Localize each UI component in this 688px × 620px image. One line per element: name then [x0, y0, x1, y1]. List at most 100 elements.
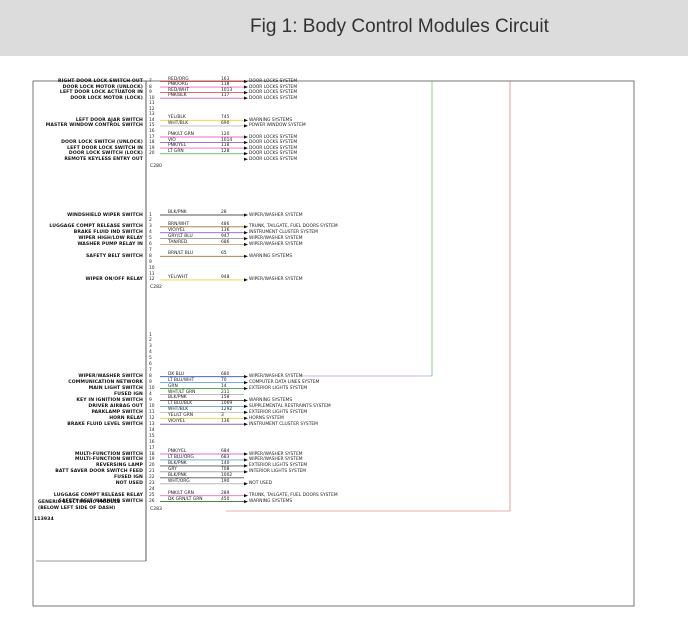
wire-color-code: BLK/PNK: [168, 395, 187, 401]
pin-number: 8: [149, 84, 152, 90]
wiring-diagram-canvas: [32, 79, 635, 607]
pin-number: 19: [149, 457, 155, 463]
wire-color-code: WHT/LT GRN: [168, 389, 196, 395]
pin-number: 3: [149, 344, 152, 350]
pin-label: DOOR LOCK MOTOR (UNLOCK): [62, 84, 143, 90]
pin-number: 7: [149, 79, 152, 84]
pin-number: 21: [149, 469, 155, 475]
pin-number: 16: [149, 128, 155, 134]
wire-arrow: [244, 135, 248, 139]
pin-label: BRAKE FLUID IND SWITCH: [73, 230, 143, 236]
wire-color-code: LT BLU/BLK: [168, 401, 193, 407]
destination-system: NOT USED: [249, 481, 272, 487]
destination-system: DOOR LOCKS SYSTEM: [249, 156, 298, 162]
pin-number: 6: [149, 242, 152, 247]
circuit-number: 70: [221, 377, 227, 383]
pin-label: SAFETY BELT WARNING SWITCH: [58, 499, 143, 505]
wiring-diagram: [0, 56, 688, 615]
pin-number: 12: [149, 415, 155, 421]
pin-label: MULTI-FUNCTION SWITCH: [74, 451, 143, 457]
circuit-number: 190: [221, 478, 230, 484]
destination-system: INSTRUMENT CLUSTER SYSTEM: [249, 230, 318, 236]
circuit-number: 163: [221, 76, 230, 82]
circuit-number: 690: [221, 120, 230, 126]
wire-arrow: [244, 375, 248, 379]
wire-arrow: [244, 422, 248, 426]
circuit-number: 118: [221, 143, 230, 149]
wire-arrow: [244, 118, 248, 122]
pin-label: BATT SAVER DOOR SWITCH FEED: [55, 469, 143, 475]
circuit-number: 289: [221, 490, 230, 496]
circuit-number: 680: [221, 371, 230, 377]
destination-system: EXTERIOR LIGHTS SYSTEM: [249, 409, 308, 415]
wire-color-code: VIO: [168, 137, 176, 143]
pin-label: BRAKE FLUID LEVEL SWITCH: [67, 421, 143, 427]
pin-number: 22: [149, 475, 155, 481]
destination-system: WIPER/WASHER SYSTEM: [249, 212, 303, 218]
pin-label: WASHER PUMP RELAY IN: [77, 242, 143, 247]
wire-arrow: [244, 91, 248, 95]
destination-system: DOOR LOCKS SYSTEM: [249, 151, 298, 157]
pin-label: PARKLAMP SWITCH: [91, 409, 143, 415]
circuit-number: 683: [221, 454, 230, 460]
pin-label: LEFT DOOR LOCK SWITCH IN: [67, 145, 143, 151]
pin-number: 18: [149, 451, 155, 457]
wire-arrow: [244, 213, 248, 217]
wire-color-code: TAN/RED: [168, 239, 188, 245]
pin-number: 11: [149, 101, 155, 107]
pin-label: NOT USED: [115, 481, 143, 487]
wire-arrow: [244, 152, 248, 156]
pin-number: 12: [149, 277, 155, 283]
wire-color-code: BLK/PNK: [168, 460, 187, 466]
pin-number: 20: [149, 463, 155, 469]
pin-number: 9: [149, 259, 152, 265]
destination-system: EXTERIOR LIGHTS SYSTEM: [249, 386, 308, 392]
circuit-number: 486: [221, 221, 230, 227]
circuit-number: 120: [221, 132, 230, 137]
wire-arrow: [244, 452, 248, 456]
wire-color-code: PNK/LT GRN: [168, 490, 194, 496]
wire-color-code: BRN/WHT: [168, 221, 190, 227]
circuit-number: 745: [221, 115, 230, 121]
pin-number: 8: [149, 374, 152, 380]
destination-system: WIPER/WASHER SYSTEM: [249, 451, 303, 457]
circuit-number: 28: [221, 210, 227, 215]
wire-arrow: [244, 146, 248, 150]
wire-color-code: BLK/PNK: [168, 472, 187, 478]
pin-number: 3: [149, 224, 152, 230]
circuit-number: 947: [221, 233, 230, 239]
pin-number: 18: [149, 140, 155, 146]
wire-arrow: [244, 140, 248, 145]
pin-number: 23: [149, 481, 155, 487]
wire-color-code: YEL/LT GRN: [168, 413, 194, 419]
wire-color-code: YEL/WHT: [168, 274, 188, 280]
figure-id: 113934: [34, 517, 54, 522]
pin-label: WIPER/WASHER SWITCH: [78, 374, 143, 380]
pin-number: 14: [149, 117, 155, 123]
pin-label: HORN RELAY: [109, 415, 143, 421]
destination-system: SUPPLEMENTAL RESTRAINTS SYSTEM: [249, 403, 331, 409]
wire-arrow: [244, 482, 248, 486]
destination-system: WIPER/WASHER SYSTEM: [249, 457, 303, 463]
wire-arrow: [244, 464, 248, 468]
wire-color-code: LT BLU/ORG: [168, 454, 194, 460]
pin-number: 10: [149, 95, 155, 101]
wire-color-code: WHT/ORG: [168, 478, 190, 484]
circuit-number: 1014: [221, 137, 233, 143]
circuit-number: 136: [221, 419, 230, 425]
pin-number: 12: [149, 106, 155, 112]
diagram-border: [32, 80, 635, 607]
wire-color-code: BRN/LT BLU: [168, 251, 194, 257]
pin-number: 7: [149, 368, 152, 374]
circuit-number: 3: [221, 413, 224, 419]
pin-number: 17: [149, 134, 155, 140]
destination-system: HORNS SYSTEM: [249, 415, 284, 421]
pin-label: MASTER WINDOW CONTROL SWITCH: [45, 123, 143, 129]
circuit-number: 140: [221, 460, 230, 466]
pin-label: LEFT DOOR AJAR SWITCH: [75, 117, 143, 123]
destination-system: DOOR LOCKS SYSTEM: [249, 140, 298, 146]
pin-number: 2: [149, 218, 152, 224]
pin-label: REVERSING LAMP: [96, 463, 143, 469]
wire-color-code: RED/WHT: [168, 87, 190, 93]
circuit-number: 1013: [221, 87, 233, 93]
